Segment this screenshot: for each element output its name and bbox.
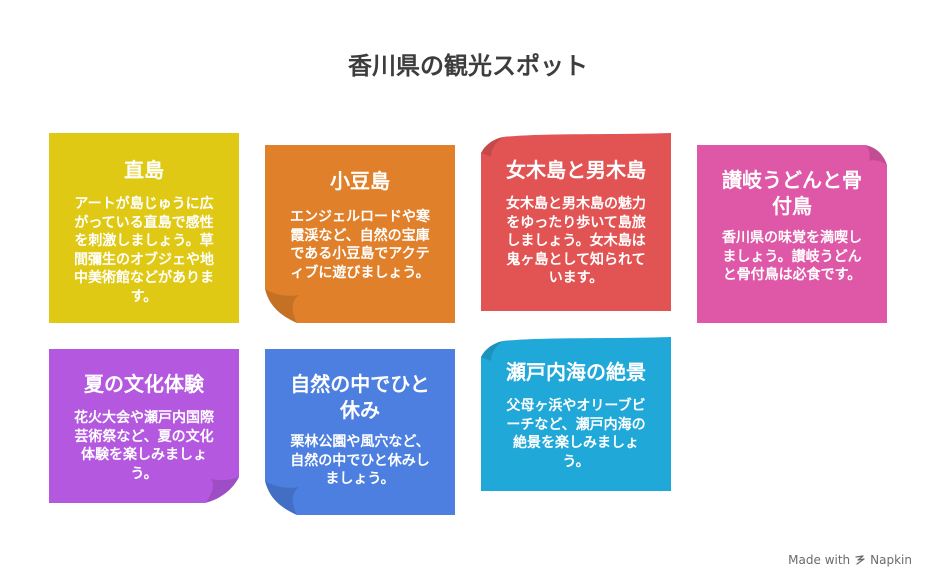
card-text: 香川県の味覚を満喫しましょう。讃岐うどんと骨付鳥は必食です。 <box>722 230 862 283</box>
card-text: アートが島じゅうに広がっている直島で感性を刺激しましょう。草間彌生のオブジェや地… <box>74 196 214 305</box>
footer-made-with: Made with <box>788 553 851 567</box>
card-background <box>49 133 239 323</box>
card-text: エンジェルロードや寒霞渓など、自然の宝庫である小豆島でアクティブに遊びましょう。 <box>290 209 430 281</box>
card-background <box>481 133 671 311</box>
card-text: 女木島と男木島の魅力をゆったり歩いて島旅しましょう。女木島は鬼ヶ島として知られて… <box>506 196 646 286</box>
card-setouchi-view: 瀬戸内海の絶景 父母ヶ浜やオリーブビーチなど、瀬戸内海の絶景を楽しみましょう。 <box>481 337 671 491</box>
card-sanuki-udon: 讃岐うどんと骨付鳥 香川県の味覚を満喫しましょう。讃岐うどんと骨付鳥は必食です。 <box>697 145 887 323</box>
card-text: 父母ヶ浜やオリーブビーチなど、瀬戸内海の絶景を楽しみましょう。 <box>506 398 646 470</box>
footer-brand: Napkin <box>870 553 912 567</box>
card-background <box>697 145 887 323</box>
card-megijima-ogijima: 女木島と男木島 女木島と男木島の魅力をゆったり歩いて島旅しましょう。女木島は鬼ヶ… <box>481 133 671 311</box>
card-title: 讃岐うどんと骨付鳥 <box>722 168 862 218</box>
card-title: 女木島と男木島 <box>506 158 646 182</box>
card-summer-culture: 夏の文化体験 花火大会や瀬戸内国際芸術祭など、夏の文化体験を楽しみましょう。 <box>49 349 239 503</box>
card-text: 栗林公園や風穴など、自然の中でひと休みしましょう。 <box>290 434 430 487</box>
card-title: 直島 <box>124 158 164 182</box>
card-title: 夏の文化体験 <box>84 372 204 396</box>
card-background <box>265 349 455 515</box>
card-background <box>481 337 671 491</box>
footer-credit: Made with Napkin <box>788 553 912 567</box>
card-title: 瀬戸内海の絶景 <box>506 360 646 384</box>
card-background <box>49 349 239 503</box>
card-text: 花火大会や瀬戸内国際芸術祭など、夏の文化体験を楽しみましょう。 <box>74 410 214 482</box>
card-naoshima: 直島 アートが島じゅうに広がっている直島で感性を刺激しましょう。草間彌生のオブジ… <box>49 133 239 323</box>
card-title: 自然の中でひと休み <box>290 372 430 422</box>
card-title: 小豆島 <box>330 169 390 193</box>
page-title: 香川県の観光スポット <box>348 52 588 80</box>
napkin-logo-icon <box>855 555 865 565</box>
card-nature-rest: 自然の中でひと休み 栗林公園や風穴など、自然の中でひと休みしましょう。 <box>265 349 455 515</box>
card-background <box>265 145 455 323</box>
card-shodoshima: 小豆島 エンジェルロードや寒霞渓など、自然の宝庫である小豆島でアクティブに遊びま… <box>265 145 455 323</box>
